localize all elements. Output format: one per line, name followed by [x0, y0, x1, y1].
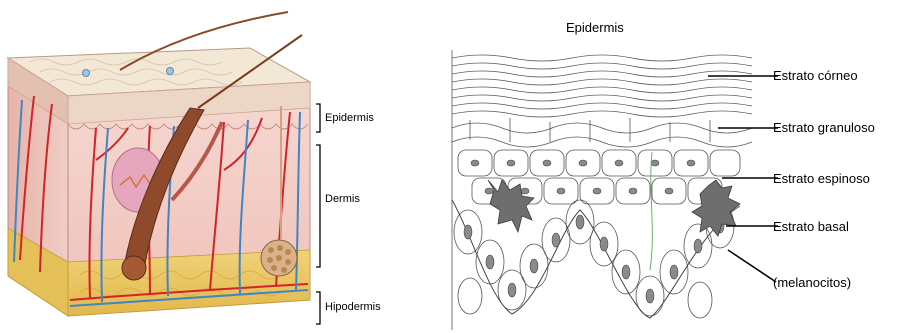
basement-membrane	[452, 200, 740, 318]
hair-bulb	[122, 256, 146, 280]
label-epidermis: Epidermis	[325, 112, 374, 124]
label-estrato-espinoso: Estrato espinoso	[773, 171, 870, 186]
label-estrato-granuloso: Estrato granuloso	[773, 120, 875, 135]
melanocyte-right	[692, 180, 740, 236]
bracket-dermis	[316, 145, 320, 267]
bracket-hypodermis	[316, 292, 320, 324]
title-epidermis: Epidermis	[566, 20, 624, 35]
label-dermis: Dermis	[325, 193, 360, 205]
pore-icon	[167, 68, 174, 75]
stratum-corneum-lines	[452, 55, 752, 117]
label-estrato-basal: Estrato basal	[773, 219, 849, 234]
bracket-epidermis	[316, 104, 320, 132]
label-hypodermis: Hipodermis	[325, 301, 381, 313]
label-melanocitos: (melanocitos)	[773, 275, 851, 290]
nerve-ending	[650, 152, 652, 270]
stratum-granulosum-cells	[452, 118, 752, 147]
pore-icon	[83, 70, 90, 77]
melanocyte-left	[488, 180, 534, 232]
label-estrato-corneo: Estrato córneo	[773, 68, 858, 83]
